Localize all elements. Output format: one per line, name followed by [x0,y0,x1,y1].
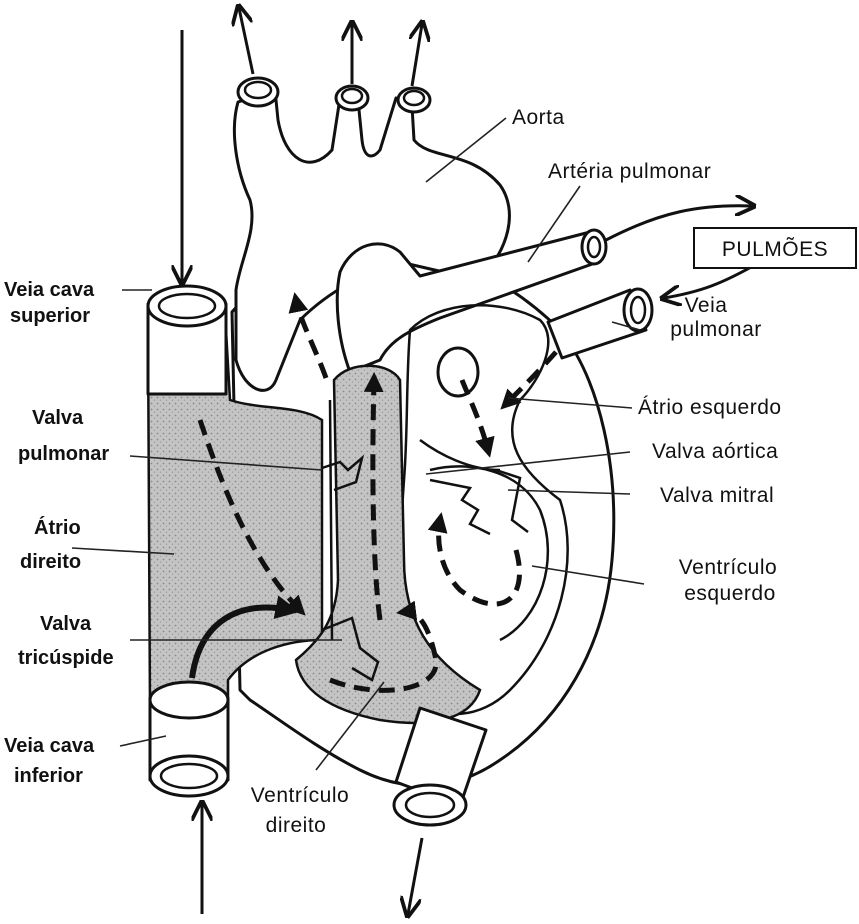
label-valva-pulmonar-1: Valva [32,407,84,429]
label-atrio-direito-1: Átrio [34,516,81,539]
label-veia-pulmonar-2: pulmonar [670,318,762,341]
arrow-up-aorta-branch-1 [239,8,253,74]
label-atrio-direito-2: direito [20,551,81,573]
label-veia-cava-inferior-2: inferior [14,765,83,787]
superior-vena-cava [148,286,226,394]
label-valva-tricuspide-2: tricúspide [18,647,114,669]
label-ventriculo-esquerdo-1: Ventrículo [679,556,777,579]
arrow-out-descending-aorta [408,838,422,914]
label-valva-tricuspide-1: Valva [40,613,92,635]
label-veia-cava-superior-2: superior [10,305,90,327]
left-atrium-vein-opening [438,348,478,396]
label-pulmoes: PULMÕES [722,237,828,261]
labels-left: Veia cava superior Valva pulmonar Átrio … [4,279,114,787]
label-valva-mitral: Valva mitral [660,484,774,507]
arrow-up-aorta-branch-3 [412,24,422,86]
label-veia-cava-inferior-1: Veia cava [4,735,95,757]
label-veia-cava-superior-1: Veia cava [4,279,95,301]
pulmonary-vein [548,289,652,358]
label-ventriculo-esquerdo-2: esquerdo [684,582,776,605]
label-ventriculo-direito-2: direito [266,814,327,837]
label-ventriculo-direito-1: Ventrículo [251,784,349,807]
inferior-vena-cava [150,682,228,796]
lungs-box: PULMÕES [694,228,856,268]
label-atrio-esquerdo: Átrio esquerdo [638,396,782,419]
label-valva-aortica: Valva aórtica [652,440,778,463]
label-arteria-pulmonar: Artéria pulmonar [548,160,711,183]
label-aorta: Aorta [512,106,565,129]
label-valva-pulmonar-2: pulmonar [18,443,109,465]
label-veia-pulmonar-1: Veia [685,294,728,317]
